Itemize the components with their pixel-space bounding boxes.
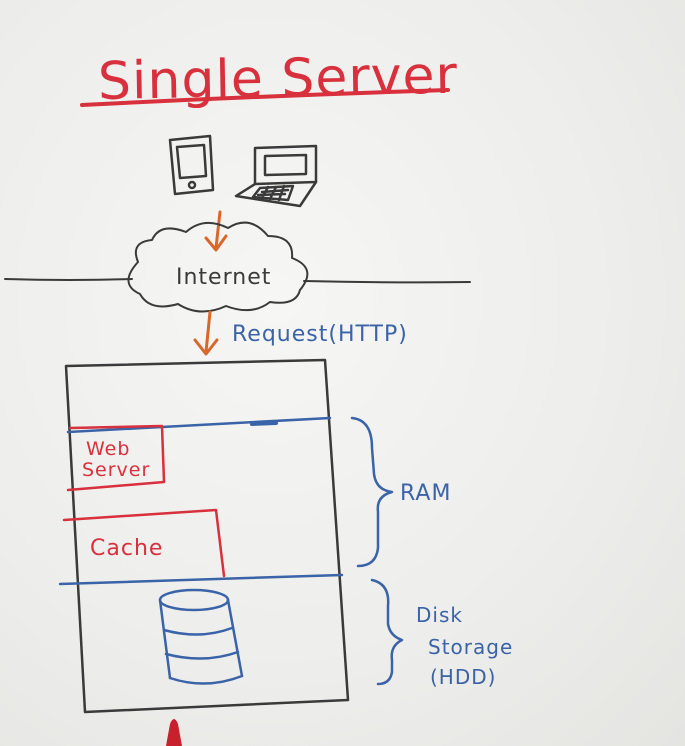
arrow-devices-to-internet: [204, 210, 228, 252]
request-label: Request(HTTP): [232, 322, 408, 347]
ram-top-line: [66, 416, 332, 434]
disk-label-line3: (HDD): [430, 665, 496, 689]
web-server-box: [66, 424, 166, 492]
cloud-icon: [127, 221, 309, 313]
disk-label-line2: Storage: [428, 635, 513, 659]
title-underline: [80, 88, 450, 107]
ram-label: RAM: [400, 481, 451, 506]
network-line-right: [303, 280, 471, 284]
network-line-left: [4, 278, 133, 281]
cache-label: Cache: [90, 536, 163, 561]
laptop-icon: [234, 144, 318, 208]
ram-brace: [350, 416, 394, 568]
web-server-label-line2: Server: [82, 459, 150, 481]
arrow-internet-to-server: [193, 310, 219, 356]
internet-label: Internet: [176, 265, 271, 290]
disk-brace: [370, 578, 404, 686]
phone-icon: [168, 134, 215, 196]
disk-cylinder-icon: [158, 588, 244, 685]
disk-label-line1: Disk: [416, 603, 463, 627]
server-box: [64, 358, 350, 714]
cache-box: [62, 508, 226, 578]
disk-top-line: [58, 573, 344, 586]
web-server-label-line1: Web: [86, 438, 130, 460]
marker-pen-icon: [166, 719, 182, 746]
ram-top-line-mark: [250, 421, 278, 426]
